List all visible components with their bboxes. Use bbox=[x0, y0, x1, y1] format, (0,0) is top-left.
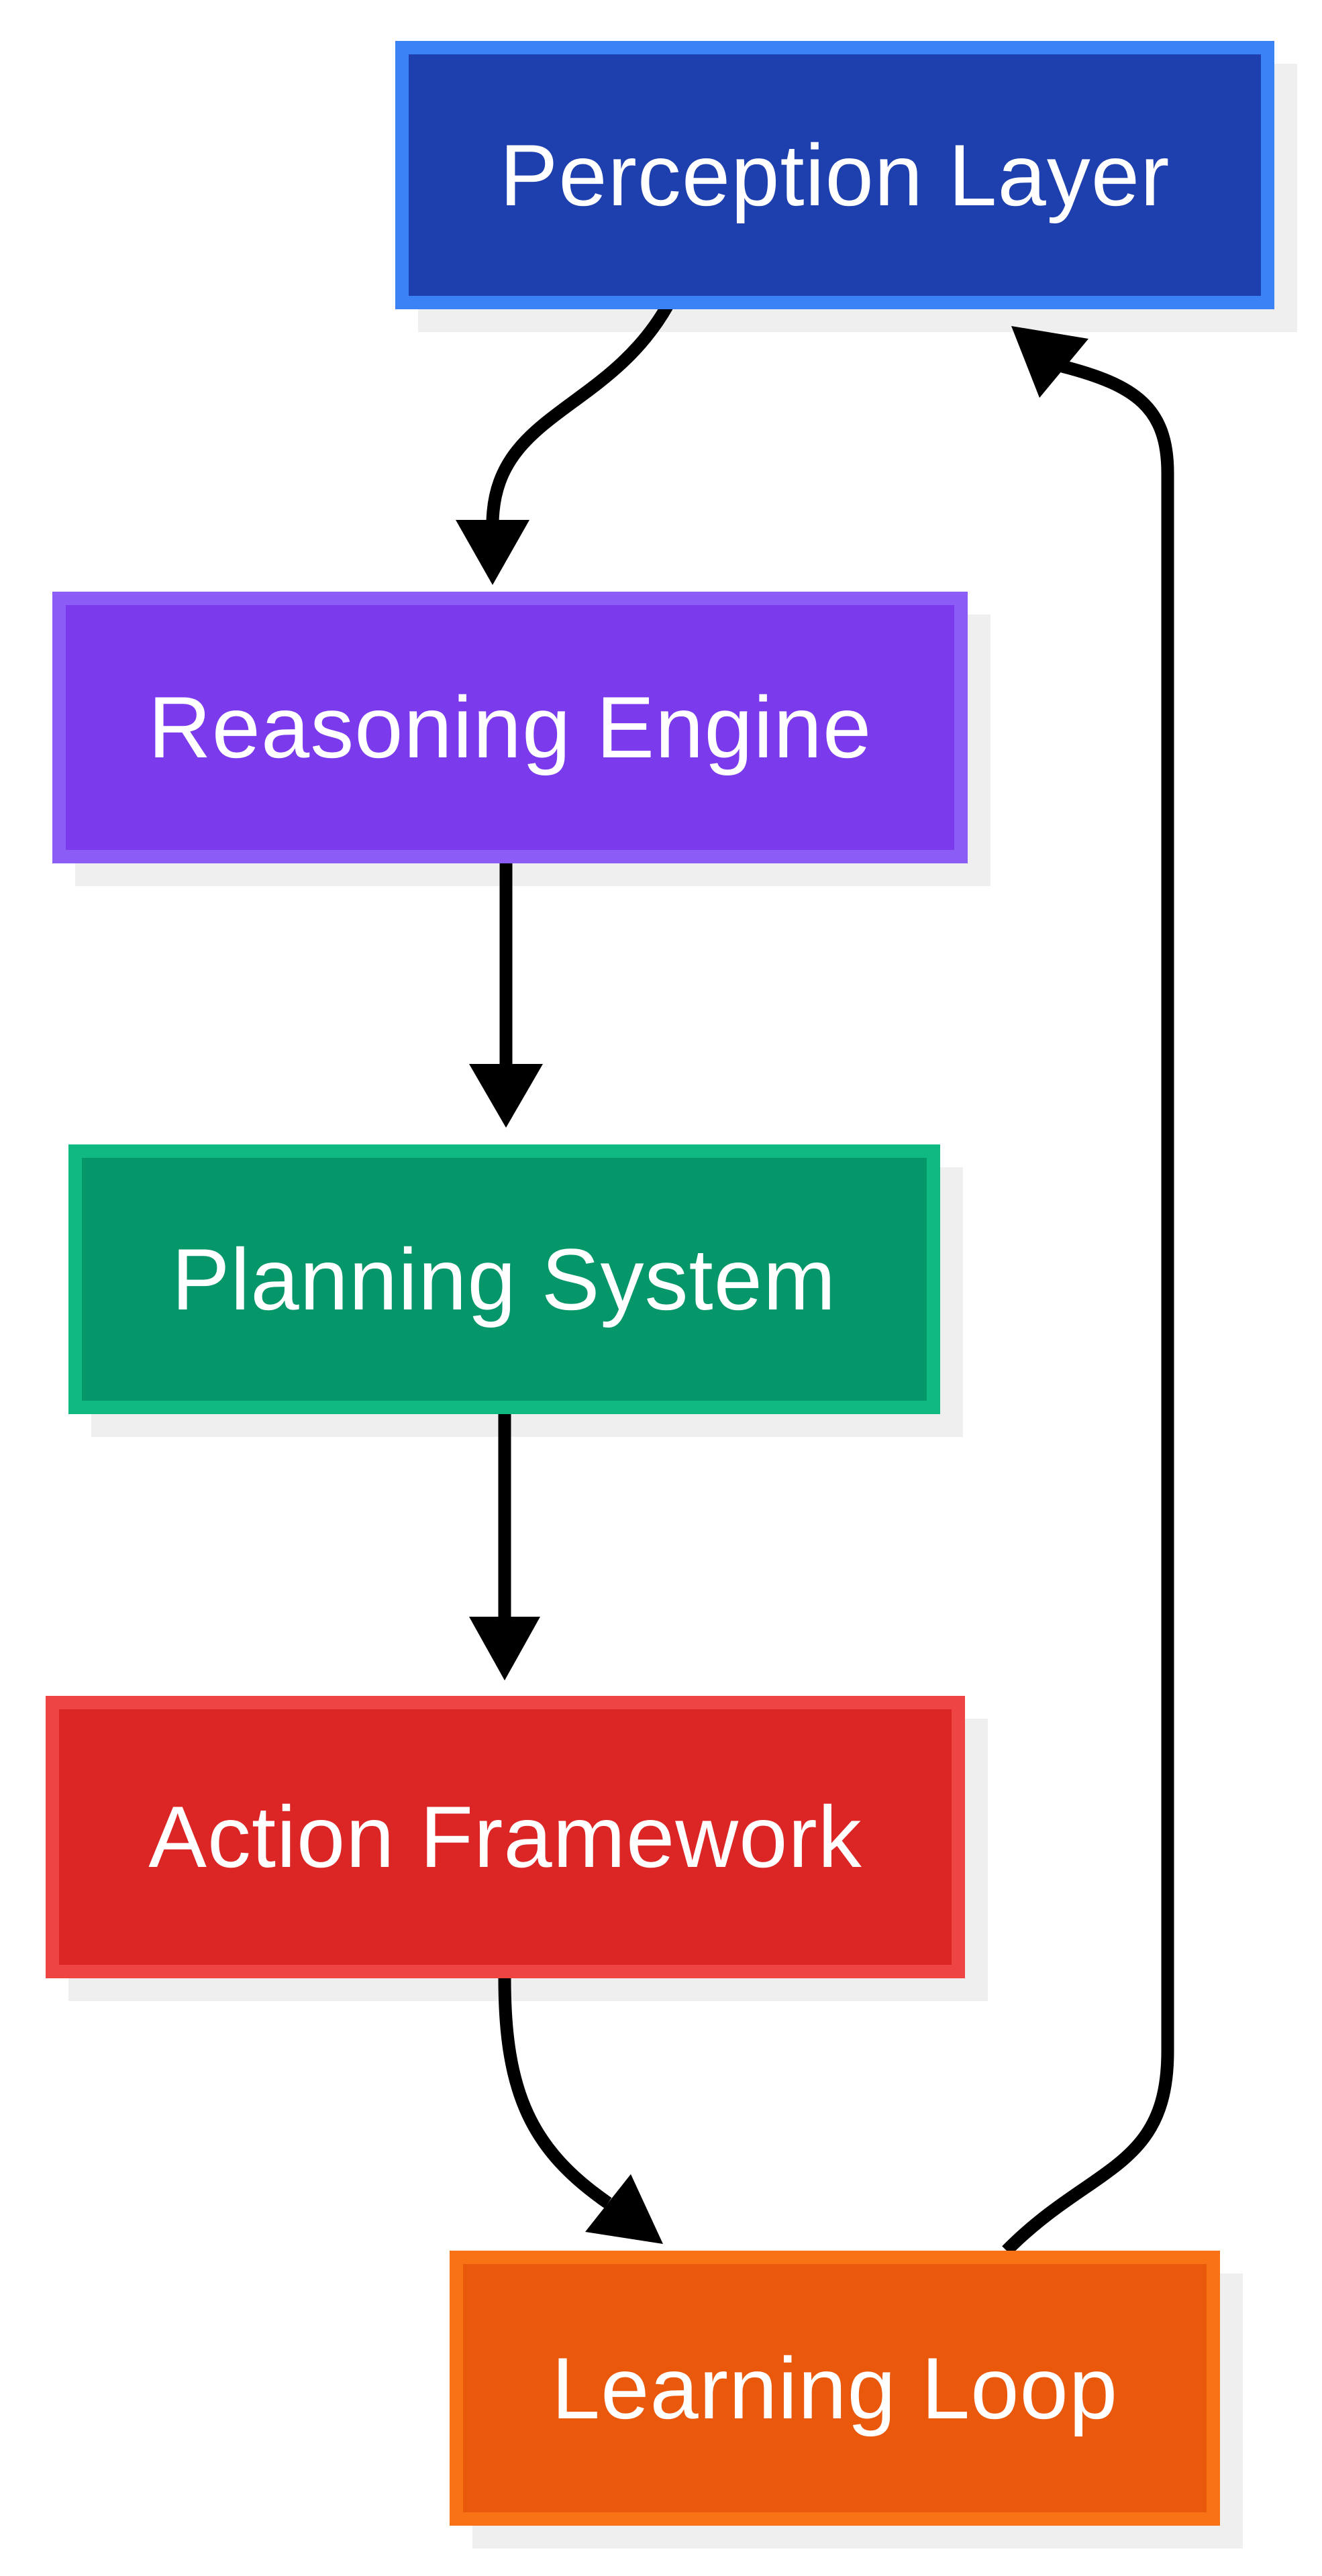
edge-perception-to-reasoning bbox=[456, 302, 674, 585]
node-planning-system: Planning System bbox=[68, 1144, 940, 1414]
node-box bbox=[450, 2251, 1220, 2526]
node-learning-loop: Learning Loop bbox=[450, 2251, 1220, 2526]
node-label: Perception Layer bbox=[500, 126, 1170, 224]
node-label: Learning Loop bbox=[552, 2339, 1118, 2437]
edge-line bbox=[498, 1978, 612, 2208]
node-box bbox=[395, 41, 1274, 309]
node-reasoning-engine: Reasoning Engine bbox=[52, 592, 968, 863]
edge-arrowhead bbox=[469, 1617, 540, 1680]
node-action-framework: Action Framework bbox=[46, 1696, 965, 1978]
edge-planning-to-action bbox=[469, 1414, 540, 1680]
edge-arrowhead bbox=[1011, 326, 1088, 398]
edge-arrowhead bbox=[469, 1064, 543, 1128]
edge-arrowhead bbox=[585, 2174, 663, 2244]
edge-line bbox=[486, 302, 674, 523]
edge-reasoning-to-planning bbox=[469, 863, 543, 1128]
edge-action-to-learning bbox=[498, 1978, 663, 2244]
node-label: Reasoning Engine bbox=[148, 678, 872, 776]
edge-arrowhead bbox=[456, 520, 529, 585]
node-box bbox=[52, 592, 968, 863]
node-label: Action Framework bbox=[148, 1788, 862, 1886]
node-label: Planning System bbox=[172, 1230, 837, 1328]
edge-line bbox=[1002, 360, 1174, 2255]
edge-learning-to-perception bbox=[1002, 326, 1174, 2255]
node-box bbox=[68, 1144, 940, 1414]
node-box bbox=[46, 1696, 965, 1978]
node-perception-layer: Perception Layer bbox=[395, 41, 1274, 309]
